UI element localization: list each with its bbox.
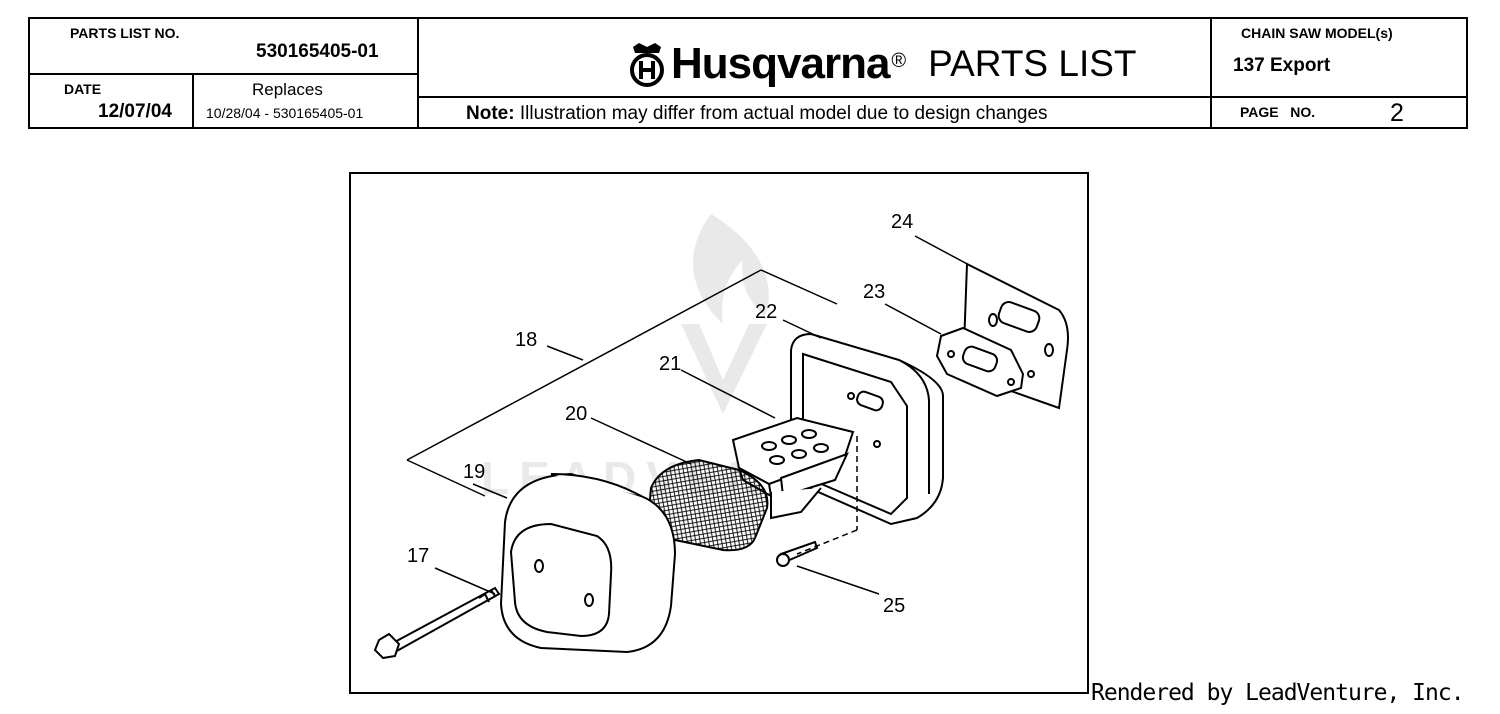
baffle-plate bbox=[731, 416, 855, 520]
callout-17: 17 bbox=[407, 545, 429, 567]
gasket bbox=[935, 326, 1025, 398]
callout-19: 19 bbox=[463, 461, 485, 483]
callout-21: 21 bbox=[659, 353, 681, 375]
assembly-bracket bbox=[406, 269, 838, 497]
brand-title: Husqvarna ® PARTS LIST bbox=[627, 39, 1137, 89]
parts-list-no: 530165405-01 bbox=[256, 41, 379, 62]
exploded-view-diagram: LEADVENTURE bbox=[349, 172, 1089, 694]
muffler-diagram: LEADVENTURE bbox=[373, 211, 1069, 660]
replaces-value: 10/28/04 - 530165405-01 bbox=[206, 105, 364, 121]
brand-name: Husqvarna bbox=[671, 39, 890, 88]
page-label: PAGE NO. bbox=[1240, 104, 1316, 120]
divider bbox=[192, 75, 194, 127]
divider bbox=[417, 19, 419, 127]
leader-lines bbox=[434, 235, 972, 595]
registered-mark: ® bbox=[891, 49, 907, 72]
parts-list-header: PARTS LIST NO. 530165405-01 DATE 12/07/0… bbox=[28, 17, 1468, 129]
rendered-by-credit: Rendered by LeadVenture, Inc. bbox=[1091, 680, 1465, 706]
replaces-label: Replaces bbox=[252, 80, 323, 99]
divider bbox=[30, 73, 418, 75]
illustration-note: Note: Illustration may differ from actua… bbox=[466, 103, 1048, 125]
page-number: 2 bbox=[1390, 99, 1404, 127]
callout-24: 24 bbox=[891, 211, 913, 233]
callout-25: 25 bbox=[883, 595, 905, 617]
callout-22: 22 bbox=[755, 301, 777, 323]
parts-list-no-label: PARTS LIST NO. bbox=[70, 25, 180, 41]
model-label: CHAIN SAW MODEL(s) bbox=[1241, 25, 1393, 41]
model-value: 137 Export bbox=[1233, 55, 1331, 76]
callout-18: 18 bbox=[515, 329, 537, 351]
bolt bbox=[373, 586, 501, 660]
husqvarna-crown-icon bbox=[630, 43, 664, 87]
divider bbox=[1210, 19, 1212, 127]
screw bbox=[776, 540, 819, 567]
callout-23: 23 bbox=[863, 281, 885, 303]
document-title: PARTS LIST bbox=[928, 43, 1137, 84]
date-label: DATE bbox=[64, 81, 102, 97]
date-value: 12/07/04 bbox=[98, 101, 172, 122]
muffler-cover bbox=[499, 472, 677, 654]
note-text: Illustration may differ from actual mode… bbox=[514, 103, 1048, 124]
divider bbox=[418, 96, 1466, 98]
note-label: Note: bbox=[466, 103, 515, 124]
callout-20: 20 bbox=[565, 403, 587, 425]
